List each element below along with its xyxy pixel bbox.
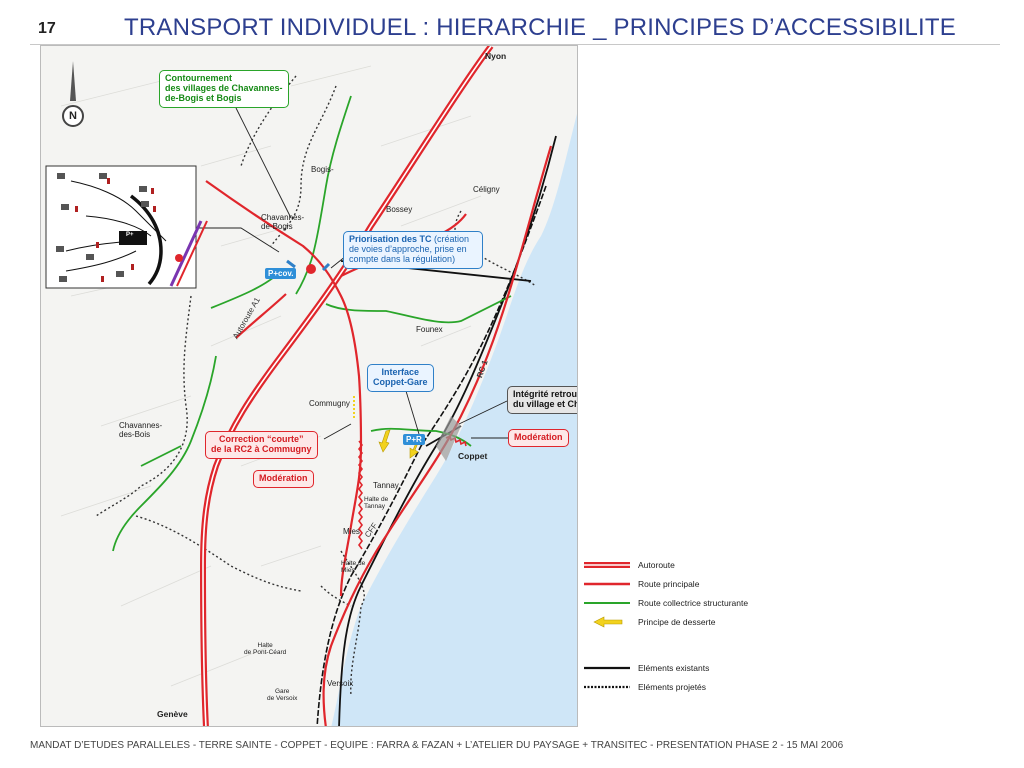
moderation-zigzag-tannay [358, 440, 363, 550]
place-halte-mies-line2: Mies [341, 567, 355, 575]
legend-label-route-principale: Route principale [638, 579, 700, 589]
tag-park-carpool[interactable]: P+cov. [265, 268, 297, 279]
place-founex[interactable]: Founex [416, 325, 443, 334]
place-chavannes-de-bogis-line2: de-Bogis [261, 221, 293, 231]
legend-label-existants: Eléments existants [638, 663, 710, 673]
callout-moderation-coppet[interactable]: Modération [508, 429, 569, 447]
title-divider [30, 44, 1000, 45]
railway-cff [316, 185, 547, 726]
legend-label-autoroute: Autoroute [638, 560, 675, 570]
place-halte-pont-ceard-line2: de Pont-Céard [244, 649, 287, 657]
legend-label-projetes: Eléments projetés [638, 682, 707, 692]
callout-integrite-line1: Intégrité retrouvée [513, 389, 578, 399]
place-nyon[interactable]: Nyon [485, 51, 507, 61]
place-chavannes-des-bois[interactable]: Chavannes- des-Bois [119, 421, 163, 440]
callout-priorisation-title: Priorisation des TC [349, 234, 432, 244]
place-tannay[interactable]: Tannay [373, 481, 399, 490]
place-celigny[interactable]: Céligny [473, 185, 500, 194]
callout-integrite-coppet[interactable]: Intégrité retrouvée du village et Châtea… [507, 386, 578, 414]
callout-correction-line1: Correction “courte” [219, 434, 304, 444]
place-chavannes-des-bois-line1: Chavannes- [119, 421, 163, 430]
place-halte-mies[interactable]: Halte de Mies [341, 560, 365, 574]
legend-label-route-collectrice: Route collectrice structurante [638, 598, 749, 608]
legend-double-red-line-icon [584, 562, 630, 568]
map-drawing [45, 46, 577, 726]
route-rc2 [205, 180, 363, 597]
callout-contournement-line2: des villages de Chavannes- [165, 82, 283, 93]
legend-yellow-arrow-icon [593, 616, 623, 628]
bus-priority-mark-2 [321, 262, 331, 272]
bus-priority-mark-1 [286, 259, 296, 269]
legend-item-autoroute: Autoroute [584, 558, 784, 572]
place-chavannes-de-bogis[interactable]: Chavannes- de-Bogis [261, 213, 305, 232]
place-bossey[interactable]: Bossey [386, 205, 413, 214]
compass-rose [62, 61, 84, 127]
legend-green-line-icon [584, 602, 630, 604]
callout-correction-line2: de la RC2 à Commugny [211, 443, 312, 454]
place-halte-mies-line1: Halte de [341, 560, 366, 567]
legend-black-solid-line-icon [584, 666, 630, 670]
callout-priorisation-line3: compte dans la régulation) [349, 253, 456, 264]
page-number: 17 [38, 20, 56, 37]
place-mies[interactable]: Mies [343, 527, 360, 536]
footer-credits: MANDAT D’ETUDES PARALLELES - TERRE SAINT… [30, 740, 844, 751]
legend-item-route-principale: Route principale [584, 577, 784, 591]
place-halte-pont-ceard[interactable]: Halte de Pont-Céard [244, 642, 286, 656]
boundary-lines [95, 75, 537, 697]
legend-item-principe-desserte: Principe de desserte [584, 615, 784, 629]
lake-leman [331, 113, 577, 726]
callout-contournement[interactable]: Contournement des villages de Chavannes-… [159, 70, 289, 108]
place-gare-versoix-line2: de Versoix [267, 695, 298, 703]
callout-contournement-line3: de-Bogis et Bogis [165, 92, 242, 103]
place-commugny[interactable]: Commugny [309, 399, 350, 408]
callout-priorisation-line2: de voies d’approche, prise en [349, 243, 467, 254]
route-rc1 [322, 145, 553, 726]
legend-black-dotted-line-icon [584, 685, 630, 689]
page-title: TRANSPORT INDIVIDUEL : HIERARCHIE _ PRIN… [124, 14, 956, 41]
place-gare-versoix[interactable]: Gare de Versoix [267, 688, 297, 702]
legend-red-line-icon [584, 582, 630, 586]
place-halte-tannay-line1: Halte de [364, 496, 389, 503]
route-west [235, 293, 287, 339]
callout-correction-rc2[interactable]: Correction “courte” de la RC2 à Commugny [205, 431, 318, 459]
place-coppet[interactable]: Coppet [458, 451, 488, 461]
callout-priorisation-line1: (création [431, 234, 470, 244]
legend-item-route-collectrice: Route collectrice structurante [584, 596, 784, 610]
callout-interface-line2: Coppet-Gare [373, 376, 428, 387]
place-bogis[interactable]: Bogis- [311, 165, 334, 174]
inset-park-ride-label: P+ [123, 231, 137, 239]
place-chavannes-des-bois-line2: des-Bois [119, 429, 151, 439]
legend-label-principe-desserte: Principe de desserte [638, 617, 716, 627]
legend-item-projetes: Eléments projetés [584, 680, 784, 694]
place-versoix[interactable]: Versoix [327, 679, 354, 688]
place-halte-tannay[interactable]: Halte de Tannay [364, 496, 388, 510]
junction-marker [306, 264, 316, 274]
place-halte-pont-ceard-line1: Halte [257, 642, 273, 649]
coppet-village-highlight [436, 416, 461, 461]
callout-interface-coppet-gare[interactable]: Interface Coppet-Gare [367, 364, 434, 392]
place-chavannes-de-bogis-line1: Chavannes- [261, 213, 305, 222]
tag-park-ride[interactable]: P+R [403, 434, 425, 445]
inset-diagram [45, 165, 208, 289]
map-panel[interactable]: N P+ Nyon Bogis- Céligny Bossey Chavanne… [40, 45, 578, 727]
map-legend: Autoroute Route principale Route collect… [584, 556, 784, 701]
callout-interface-line1: Interface [381, 367, 420, 377]
place-gare-versoix-line1: Gare [274, 688, 290, 695]
place-halte-tannay-line2: Tannay [364, 503, 385, 511]
collector-roads [112, 95, 512, 552]
compass-north-label: N [69, 110, 77, 122]
callout-contournement-line1: Contournement [165, 73, 232, 83]
leader-lines [196, 107, 511, 440]
callout-integrite-line2: du village et Château de Coppet [513, 398, 577, 409]
place-geneve[interactable]: Genève [157, 709, 188, 719]
callout-priorisation-tc[interactable]: Priorisation des TC (création de voies d… [343, 231, 483, 269]
callout-moderation-tannay[interactable]: Modération [253, 470, 314, 488]
legend-item-existants: Eléments existants [584, 661, 784, 675]
autoroute [199, 46, 494, 726]
